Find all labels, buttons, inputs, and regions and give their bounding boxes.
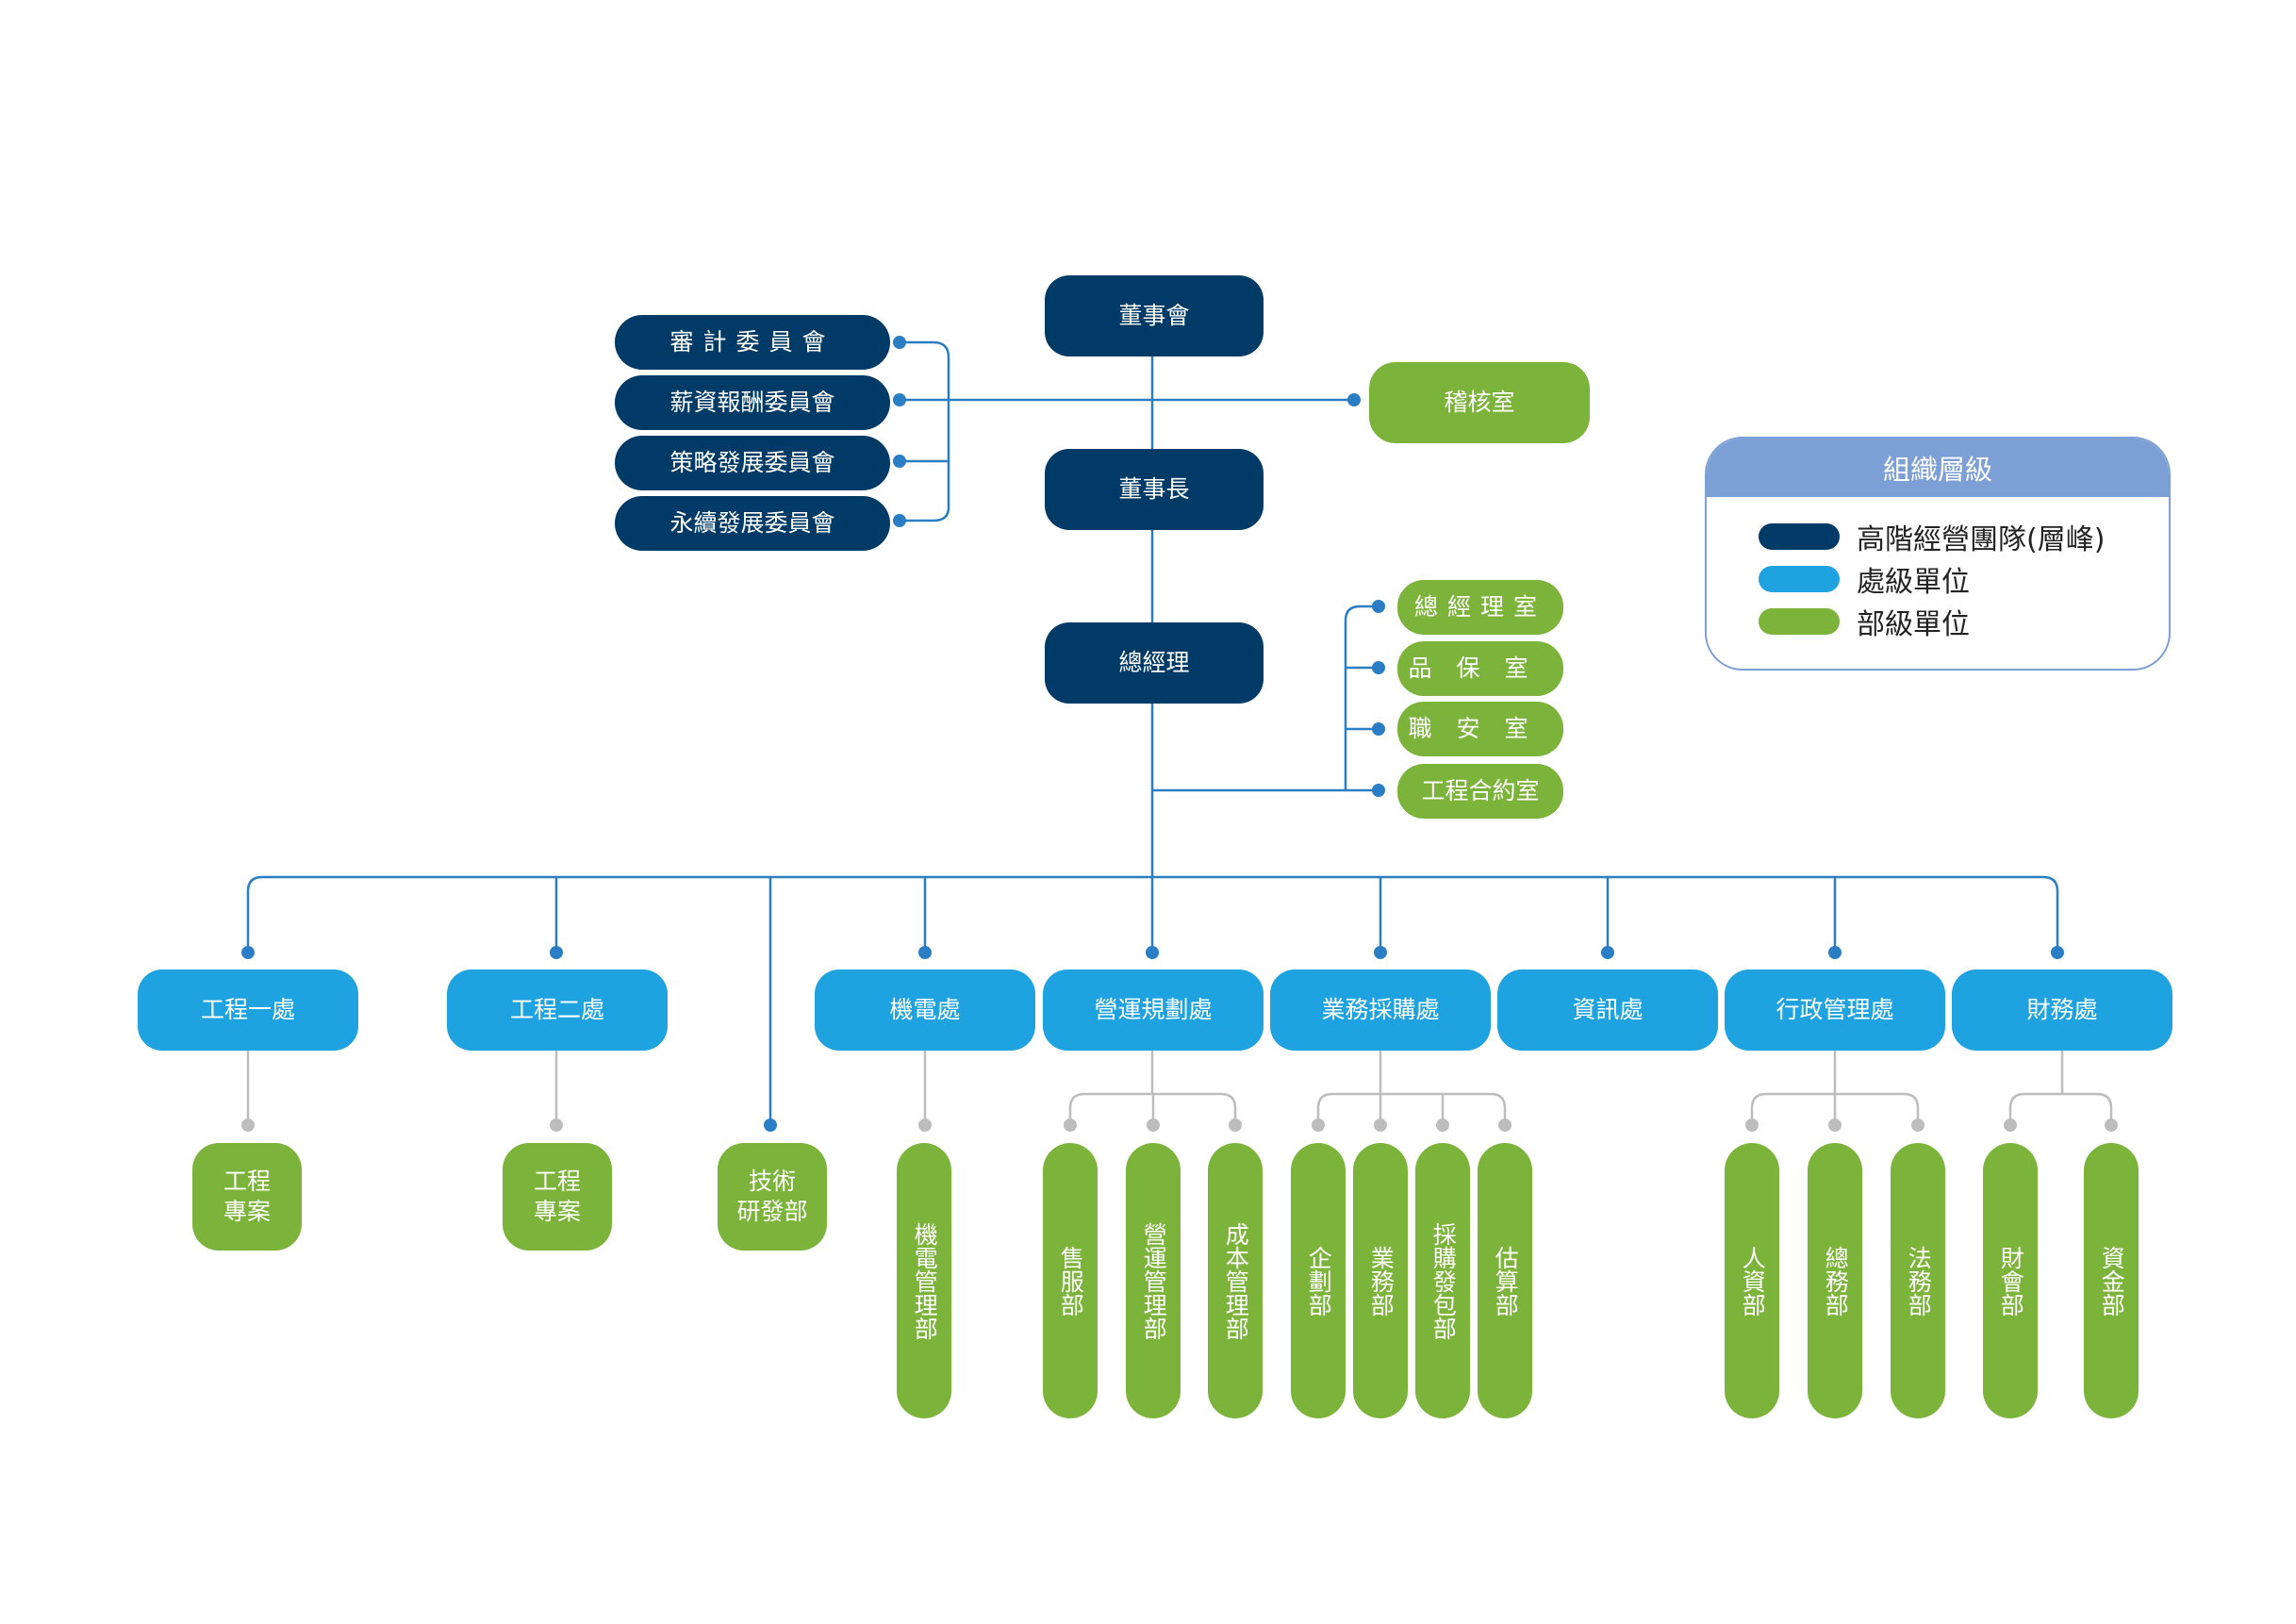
division-sales-procurement: 業務採購處 bbox=[1270, 969, 1491, 1051]
legend-label: 部級單位 bbox=[1857, 608, 1970, 641]
division-dot-6 bbox=[1828, 946, 1842, 959]
department-electromechanical-mgmt: 機電管理部 bbox=[897, 1143, 951, 1418]
chairman-box: 董事長 bbox=[1045, 449, 1264, 530]
fan-sales-bar bbox=[1316, 1092, 1507, 1125]
legend: 組織層級 高階經營團隊(層峰) 處級單位 部級單位 bbox=[1705, 437, 2171, 671]
legend-swatch-division bbox=[1759, 566, 1840, 592]
fan-sales-dot-3 bbox=[1498, 1119, 1511, 1132]
division-finance: 財務處 bbox=[1952, 969, 2172, 1051]
audit-office-box: 稽核室 bbox=[1369, 362, 1590, 443]
board-box: 董事會 bbox=[1045, 275, 1264, 356]
department-eng1-project: 工程 專案 bbox=[192, 1143, 302, 1251]
department-accounting: 財會部 bbox=[1983, 1143, 2038, 1418]
department-operations-mgmt: 營運管理部 bbox=[1126, 1143, 1181, 1418]
dept-dot-electromech bbox=[918, 1119, 932, 1132]
division-dot-2 bbox=[918, 946, 932, 959]
audit-office-dot bbox=[1347, 393, 1361, 406]
legend-title: 組織層級 bbox=[1707, 439, 2169, 497]
department-eng2-project: 工程 專案 bbox=[503, 1143, 612, 1251]
division-dot-0 bbox=[241, 946, 255, 959]
legend-swatch-executive bbox=[1759, 523, 1840, 550]
committee-dot-strategy bbox=[893, 455, 906, 468]
legend-item-executive: 高階經營團隊(層峰) bbox=[1759, 516, 2105, 557]
fan-sales-dot-1 bbox=[1374, 1119, 1387, 1132]
fan-finance-dot-0 bbox=[2004, 1119, 2017, 1132]
legend-item-division: 處級單位 bbox=[1759, 558, 1970, 600]
committee-dot-audit bbox=[893, 336, 906, 349]
division-dot-4 bbox=[1374, 946, 1387, 959]
division-administration: 行政管理處 bbox=[1725, 969, 1945, 1051]
division-dot-5 bbox=[1601, 946, 1614, 959]
rnd-dot bbox=[764, 1119, 777, 1132]
department-estimation: 估算部 bbox=[1478, 1143, 1532, 1418]
fan-finance-dot-1 bbox=[2105, 1119, 2118, 1132]
fan-sales-dot-2 bbox=[1436, 1119, 1449, 1132]
office-dot-safety bbox=[1372, 722, 1385, 736]
committee-dot-sustainability bbox=[893, 514, 906, 527]
office-bracket-line bbox=[1344, 605, 1379, 790]
office-quality: 品保室 bbox=[1397, 641, 1563, 696]
office-contract: 工程合約室 bbox=[1397, 764, 1563, 819]
fan-admin-dot-1 bbox=[1828, 1119, 1842, 1132]
department-general-affairs: 總務部 bbox=[1808, 1143, 1862, 1418]
committee-bracket-line bbox=[900, 340, 950, 522]
dept-dot-eng1 bbox=[241, 1119, 255, 1132]
legend-label: 高階經營團隊(層峰) bbox=[1857, 523, 2106, 556]
legend-item-department: 部級單位 bbox=[1759, 601, 1970, 642]
committee-sustainability: 永續發展委員會 bbox=[615, 496, 890, 551]
department-planning: 企劃部 bbox=[1291, 1143, 1346, 1418]
office-dot-quality bbox=[1372, 661, 1385, 674]
fan-sales-dot-0 bbox=[1312, 1119, 1325, 1132]
division-dot-7 bbox=[2051, 946, 2064, 959]
office-general: 總經理室 bbox=[1397, 580, 1563, 635]
office-dot-general bbox=[1372, 600, 1385, 613]
division-dot-3 bbox=[1146, 946, 1159, 959]
fan-finance-bar bbox=[2008, 1092, 2113, 1125]
legend-label: 處級單位 bbox=[1857, 566, 1970, 599]
committee-compensation: 薪資報酬委員會 bbox=[615, 375, 890, 430]
department-rnd: 技術 研發部 bbox=[718, 1143, 827, 1251]
division-electromechanical: 機電處 bbox=[815, 969, 1035, 1051]
division-dot-1 bbox=[550, 946, 563, 959]
president-box: 總經理 bbox=[1045, 622, 1264, 704]
fan-admin-dot-0 bbox=[1745, 1119, 1759, 1132]
office-safety: 職安室 bbox=[1397, 702, 1563, 756]
fan-operations-dot-1 bbox=[1147, 1119, 1160, 1132]
committee-audit: 審計委員會 bbox=[615, 315, 890, 370]
department-treasury: 資金部 bbox=[2084, 1143, 2139, 1418]
fan-operations-dot-0 bbox=[1064, 1119, 1077, 1132]
department-sales: 業務部 bbox=[1353, 1143, 1408, 1418]
department-hr: 人資部 bbox=[1725, 1143, 1779, 1418]
office-dot-contract bbox=[1372, 784, 1385, 797]
dept-dot-eng2 bbox=[550, 1119, 563, 1132]
division-operations-planning: 營運規劃處 bbox=[1043, 969, 1264, 1051]
committee-strategy: 策略發展委員會 bbox=[615, 436, 890, 490]
division-engineering-1: 工程一處 bbox=[138, 969, 358, 1051]
division-it: 資訊處 bbox=[1497, 969, 1718, 1051]
fan-admin-dot-2 bbox=[1911, 1119, 1924, 1132]
department-after-sales: 售服部 bbox=[1043, 1143, 1098, 1418]
department-legal: 法務部 bbox=[1891, 1143, 1945, 1418]
committee-dot-compensation bbox=[893, 393, 906, 406]
department-cost-mgmt: 成本管理部 bbox=[1208, 1143, 1263, 1418]
department-procurement: 採購發包部 bbox=[1415, 1143, 1470, 1418]
fan-operations-dot-2 bbox=[1229, 1119, 1242, 1132]
legend-swatch-department bbox=[1759, 608, 1840, 635]
division-engineering-2: 工程二處 bbox=[447, 969, 668, 1051]
